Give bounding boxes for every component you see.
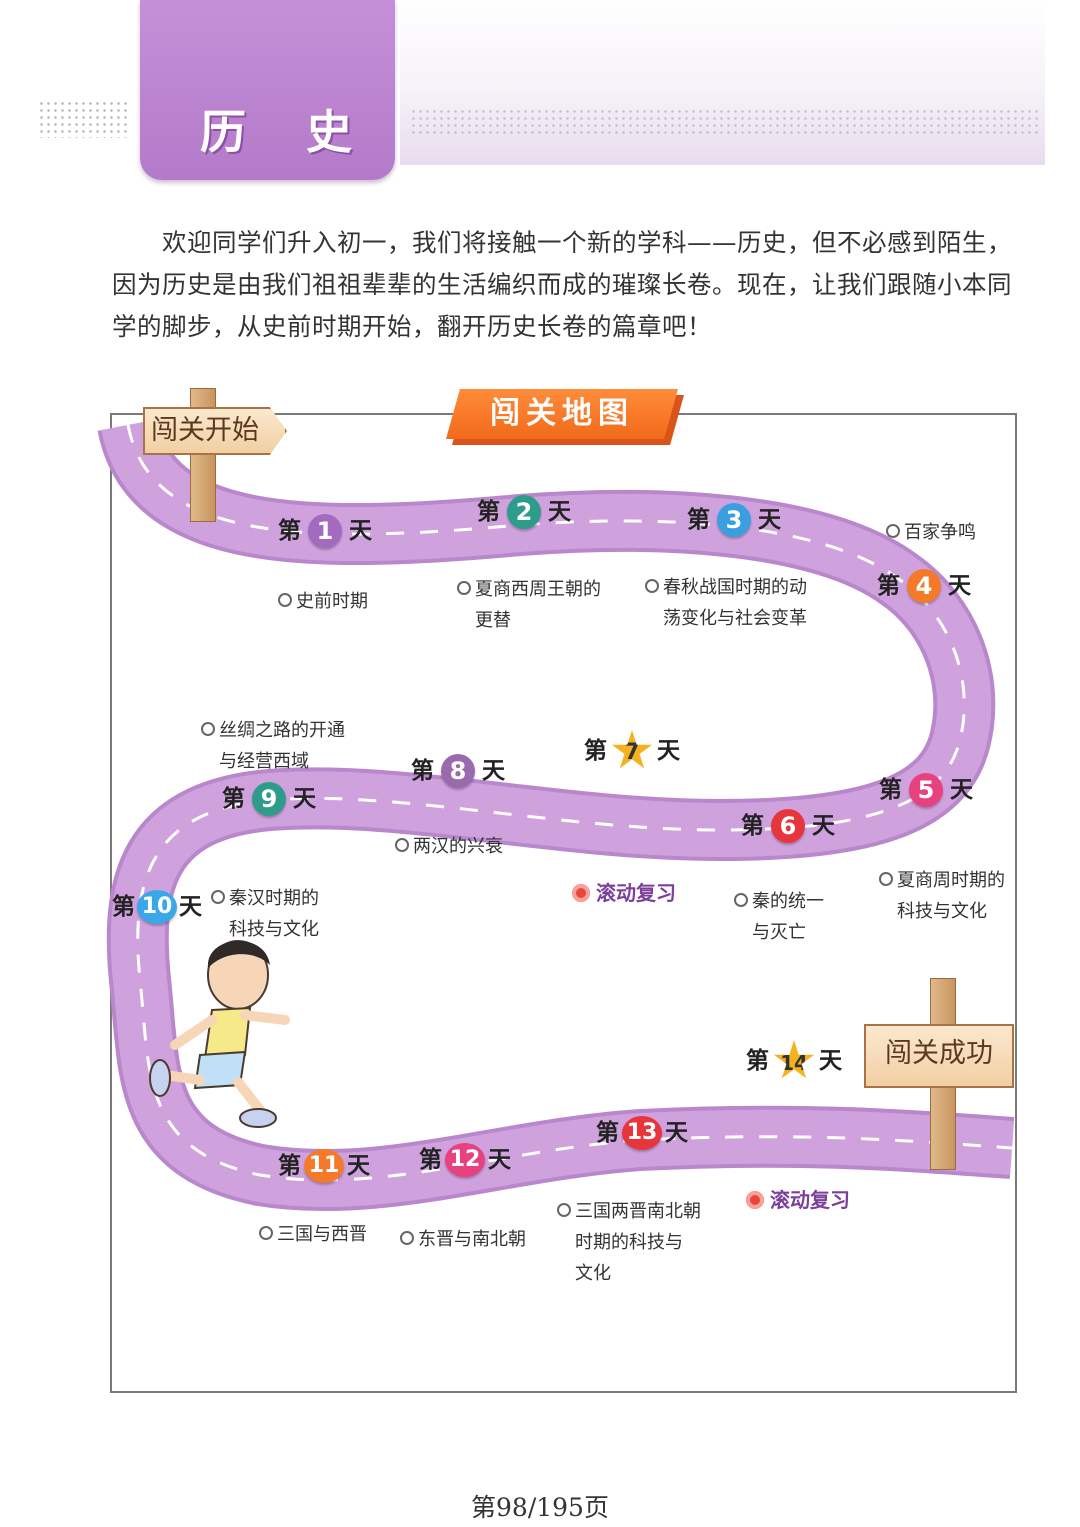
intro-paragraph: 欢迎同学们升入初一，我们将接触一个新的学科——历史，但不必感到陌生，因为历史是由… (112, 228, 1012, 341)
bullet-ring-icon (886, 524, 900, 538)
page-number: 第98/195页 (471, 1493, 609, 1522)
bullet-ring-icon (395, 838, 409, 852)
finish-sign: 闯关成功 (864, 1024, 1014, 1088)
runner-boy-illustration (149, 940, 290, 1128)
bullet-ring-icon (211, 890, 225, 904)
topic-8: 丝绸之路的开通与经营西域 (201, 715, 345, 777)
review-label-2: 滚动复习 (746, 1184, 850, 1213)
award-badge-icon (572, 883, 590, 902)
bullet-ring-icon (201, 722, 215, 736)
header-dot-pattern-left (38, 100, 130, 138)
topic-12: 三国两晋南北朝时期的科技与文化 (557, 1196, 701, 1289)
bullet-ring-icon (400, 1231, 414, 1245)
start-sign: 闯关开始 (143, 407, 287, 455)
subject-tab (140, 0, 395, 180)
topic-10: 三国与西晋 (259, 1219, 367, 1250)
bullet-ring-icon (557, 1203, 571, 1217)
bullet-ring-icon (734, 893, 748, 907)
header-dot-pattern-right (410, 108, 1040, 138)
bullet-ring-icon (278, 593, 292, 607)
map-title-box (446, 389, 678, 439)
award-badge-icon (746, 1190, 764, 1209)
topic-1: 史前时期 (278, 586, 368, 617)
bullet-ring-icon (645, 579, 659, 593)
map-title: 闯关地图 (490, 396, 634, 431)
bullet-ring-icon (457, 581, 471, 595)
bullet-ring-icon (879, 872, 893, 886)
subject-title: 历 史 (200, 105, 375, 159)
topic-2: 夏商西周王朝的更替 (457, 574, 601, 636)
topic-4: 百家争鸣 (886, 517, 976, 548)
topic-7: 两汉的兴衰 (395, 831, 503, 862)
topic-6: 秦的统一与灭亡 (734, 886, 824, 948)
topic-11: 东晋与南北朝 (400, 1224, 526, 1255)
topic-9: 秦汉时期的科技与文化 (211, 883, 319, 945)
bullet-ring-icon (259, 1226, 273, 1240)
review-label-1: 滚动复习 (572, 877, 676, 906)
topic-3: 春秋战国时期的动荡变化与社会变革 (645, 572, 807, 634)
topic-5: 夏商周时期的科技与文化 (879, 865, 1005, 927)
